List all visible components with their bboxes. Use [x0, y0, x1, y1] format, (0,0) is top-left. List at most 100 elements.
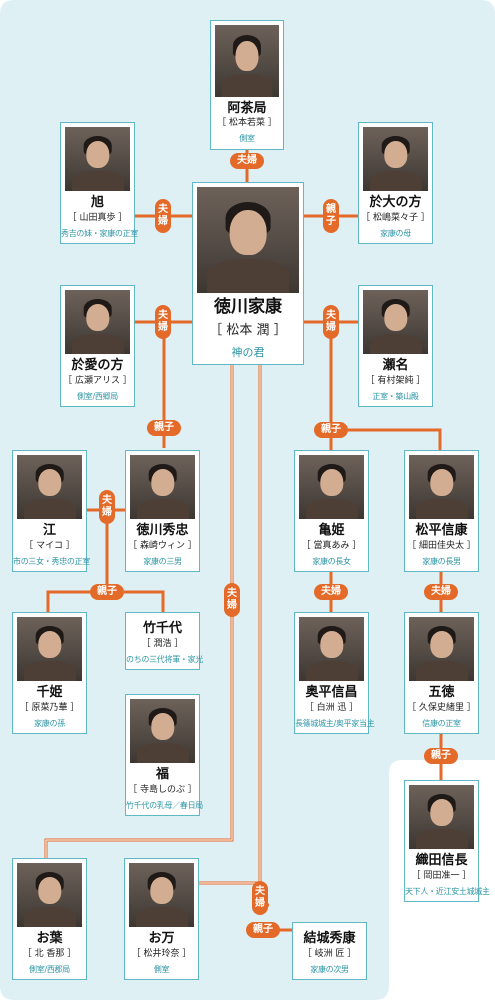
parent-child-badge: 親子: [90, 584, 124, 600]
person-name: 織田信長: [415, 853, 468, 868]
card-fuku[interactable]: 福 ［ 寺島しのぶ ］ 竹千代の乳母／春日局: [125, 694, 203, 816]
actor-name: ［ 広瀬アリス ］: [63, 376, 132, 386]
actor-name: ［ 松嶋菜々子 ］: [361, 213, 430, 223]
portrait-image: [363, 290, 428, 354]
card-sena[interactable]: 瀬名 ［ 有村架純 ］ 正室・築山殿: [358, 285, 433, 407]
person-name: 千姫: [36, 685, 63, 700]
person-role: 家康の長男: [422, 557, 461, 566]
person-name: 於愛の方: [71, 358, 124, 373]
spouse-badge: 夫婦: [155, 199, 171, 233]
spouse-badge: 夫婦: [323, 305, 339, 339]
person-role: 側室: [239, 134, 255, 143]
card-senhime[interactable]: 千姫 ［ 原菜乃華 ］ 家康の孫: [12, 612, 87, 734]
card-kamehime[interactable]: 亀姫 ［ 當真あみ ］ 家康の長女: [294, 450, 369, 572]
actor-name: ［ マイコ ］: [24, 541, 75, 551]
person-name: 徳川秀忠: [136, 523, 189, 538]
spouse-badge: 夫婦: [424, 584, 458, 600]
card-takechiyo[interactable]: 竹千代 ［ 潤浩 ］ のちの三代将軍・家光: [125, 612, 203, 670]
person-role: 正室・築山殿: [372, 392, 419, 401]
portrait-image: [17, 455, 82, 519]
portrait-image: [409, 617, 474, 681]
person-name: お万: [148, 931, 175, 946]
card-oai[interactable]: 於愛の方 ［ 広瀬アリス ］ 側室/西郷局: [60, 285, 135, 407]
actor-name: ［ 白洲 迅 ］: [304, 703, 359, 713]
portrait-image: [130, 699, 195, 763]
spouse-badge: 夫婦: [230, 153, 264, 169]
spouse-badge: 夫婦: [99, 490, 115, 524]
portrait-image: [17, 617, 82, 681]
actor-name: ［ 當真あみ ］: [301, 541, 362, 551]
actor-name: ［ 松本 潤 ］: [209, 323, 287, 338]
actor-name: ［ 北 香那 ］: [22, 949, 77, 959]
card-nobunaga[interactable]: 織田信長 ［ 岡田准一 ］ 天下人・近江安土城城主: [404, 780, 490, 902]
portrait-image: [299, 455, 364, 519]
card-okudaira[interactable]: 奥平信昌 ［ 白洲 迅 ］ 長篠城城主/奥平家当主: [294, 612, 375, 734]
person-name: 於大の方: [369, 195, 422, 210]
card-oman[interactable]: お万 ［ 松井玲奈 ］ 側室: [124, 858, 199, 980]
card-odai[interactable]: 於大の方 ［ 松嶋菜々子 ］ 家康の母: [358, 122, 433, 244]
person-role: 長篠城城主/奥平家当主: [295, 719, 375, 728]
parent-child-badge: 親子: [314, 422, 348, 438]
person-role: 市の三女・秀忠の正室: [13, 557, 90, 566]
spouse-badge: 夫婦: [314, 584, 348, 600]
person-role: 家康の長女: [312, 557, 351, 566]
person-role: 家康の孫: [34, 719, 65, 728]
spouse-badge: 夫婦: [224, 583, 240, 617]
person-name: 奥平信昌: [305, 685, 358, 700]
actor-name: ［ 岐洲 匠 ］: [302, 949, 357, 959]
portrait-image: [65, 290, 130, 354]
person-name: 松平信康: [415, 523, 468, 538]
person-role: のちの三代将軍・家光: [126, 655, 203, 664]
actor-name: ［ 松井玲奈 ］: [131, 949, 192, 959]
person-name: 五徳: [428, 685, 455, 700]
person-name: 旭: [90, 195, 104, 210]
spouse-badge: 夫婦: [252, 881, 268, 915]
actor-name: ［ 潤浩 ］: [141, 639, 184, 649]
portrait-image: [409, 785, 474, 849]
portrait-image: [129, 863, 194, 927]
person-role: 側室/西郡局: [29, 965, 70, 974]
portrait-image: [363, 127, 428, 191]
person-role: 家康の三男: [143, 557, 182, 566]
portrait-image: [197, 187, 299, 293]
person-name: 結城秀康: [303, 931, 356, 946]
portrait-image: [299, 617, 364, 681]
person-role: 神の君: [231, 346, 265, 359]
actor-name: ［ 山田真歩 ］: [67, 213, 128, 223]
card-oba[interactable]: お葉 ［ 北 香那 ］ 側室/西郡局: [12, 858, 87, 980]
person-name: 阿茶局: [227, 101, 267, 116]
person-name: 福: [155, 767, 169, 782]
person-role: 信康の正室: [422, 719, 461, 728]
card-gotoku[interactable]: 五徳 ［ 久保史緒里 ］ 信康の正室: [404, 612, 479, 734]
person-name: 亀姫: [318, 523, 345, 538]
parent-child-badge: 親子: [147, 420, 181, 436]
portrait-image: [215, 25, 279, 97]
card-nobuyasu[interactable]: 松平信康 ［ 細田佳央太 ］ 家康の長男: [404, 450, 479, 572]
person-role: 家康の次男: [310, 965, 349, 974]
person-name: 竹千代: [142, 621, 182, 636]
actor-name: ［ 原菜乃華 ］: [19, 703, 80, 713]
actor-name: ［ 松本若菜 ］: [217, 118, 277, 128]
actor-name: ［ 寺島しのぶ ］: [128, 785, 197, 795]
person-name: 瀬名: [382, 358, 409, 373]
card-asahi[interactable]: 旭 ［ 山田真歩 ］ 秀吉の妹・家康の正室: [60, 122, 138, 244]
actor-name: ［ 岡田准一 ］: [411, 871, 472, 881]
parent-child-badge: 親子: [246, 922, 280, 938]
actor-name: ［ 森崎ウィン ］: [128, 541, 197, 551]
portrait-image: [65, 127, 130, 191]
line-go-hidetada-children: [46, 510, 109, 612]
portrait-image: [17, 863, 82, 927]
card-ieyasu[interactable]: 徳川家康 ［ 松本 潤 ］ 神の君: [192, 182, 304, 365]
card-go[interactable]: 江 ［ マイコ ］ 市の三女・秀忠の正室: [12, 450, 90, 572]
portrait-image: [130, 455, 195, 519]
card-hidetada[interactable]: 徳川秀忠 ［ 森崎ウィン ］ 家康の三男: [125, 450, 200, 572]
person-role: 側室/西郷局: [77, 392, 118, 401]
person-role: 秀吉の妹・家康の正室: [61, 229, 138, 238]
card-hideyasu[interactable]: 結城秀康 ［ 岐洲 匠 ］ 家康の次男: [292, 922, 367, 980]
card-achanotsubone[interactable]: 阿茶局 ［ 松本若菜 ］ 側室: [210, 20, 284, 150]
actor-name: ［ 細田佳央太 ］: [407, 541, 476, 551]
line-sena-children: [329, 322, 442, 450]
line-ieyasu-oman: [258, 365, 269, 907]
